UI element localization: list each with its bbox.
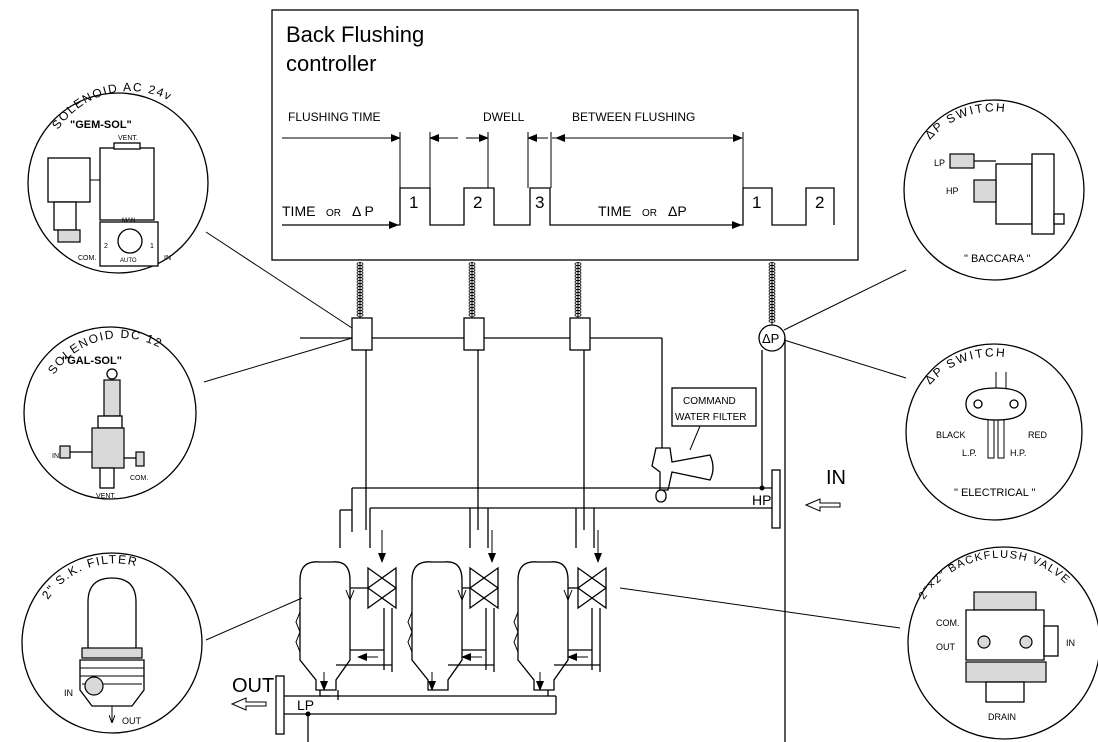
sk-filter-callout: 2" S.K. FILTER IN OUT [21, 552, 203, 734]
controller-box [271, 9, 859, 261]
backflush-valve-callout: 2"×2" BACKFLUSH VALVE COM. OUT IN DRAIN [907, 546, 1098, 740]
time-label-left: TIME [282, 203, 315, 219]
solenoid-dc-model: "GAL-SOL" [62, 355, 122, 367]
solenoid-dc-com: COM. [130, 475, 148, 482]
backflush-valve-in: IN [1066, 638, 1075, 648]
flushing-time-label: FLUSHING TIME [288, 110, 380, 124]
solenoid-block-3 [569, 317, 591, 351]
dp-electrical-black: BLACK [936, 430, 966, 440]
cable-coils [356, 262, 776, 323]
cable-coil-loop [768, 319, 776, 323]
dp-switch-symbol: ΔP [758, 324, 786, 742]
pulse-label: 2 [473, 193, 482, 212]
backflush-valve-drain: DRAIN [988, 712, 1016, 722]
dwell-label: DWELL [483, 110, 525, 124]
dp-baccara-hp: HP [946, 186, 959, 196]
command-filter-label-1: COMMAND [683, 396, 736, 407]
dp-electrical-red: RED [1028, 430, 1048, 440]
cable-coil-loop [356, 313, 364, 317]
backflush-valve-out: OUT [936, 642, 956, 652]
hp-manifold: HP IN [339, 467, 846, 548]
command-water-filter: COMMAND WATER FILTER [651, 387, 757, 503]
solenoid-ac-com: COM. [78, 255, 96, 262]
in-arrow [804, 498, 841, 512]
lp-manifold: LP OUT [230, 672, 557, 742]
pulse-label: 1 [409, 193, 418, 212]
dp-electrical-name: " ELECTRICAL " [954, 487, 1035, 499]
controller-title-line2: controller [286, 51, 376, 76]
solenoid-ac-port2: 2 [104, 243, 108, 250]
leader-lines [203, 231, 907, 641]
solenoid-ac-man: MAN [122, 218, 135, 224]
cable-coil-loop [468, 313, 476, 317]
dp-switch-baccara-callout: ΔP SWITCH LP HP " BACCARA " [903, 99, 1085, 281]
timing-arrows [282, 132, 744, 188]
dp-switch-label: ΔP [762, 331, 779, 346]
filter-body [299, 561, 351, 691]
filter-body [411, 561, 463, 691]
sk-filter-out: OUT [122, 716, 142, 726]
sk-filter-in: IN [64, 688, 73, 698]
backflush-valve-symbol [366, 566, 398, 610]
backflush-valve-symbol [576, 566, 608, 610]
cable-coil-loop [574, 313, 582, 317]
dp-electrical-lp: L.P. [962, 448, 977, 458]
pulse-label: 1 [752, 193, 761, 212]
backflush-controller: Back Flushing controller FLUSHING TIME D… [271, 9, 859, 261]
solenoid-ac-model: "GEM-SOL" [70, 119, 132, 131]
out-label: OUT [232, 675, 274, 697]
dp-label-left: Δ P [352, 203, 374, 219]
filter-units [295, 530, 608, 691]
solenoid-ac-port1: 1 [150, 243, 154, 250]
pulse-label: 3 [535, 193, 544, 212]
between-flushing-label: BETWEEN FLUSHING [572, 110, 695, 124]
command-filter-label-2: WATER FILTER [675, 412, 746, 423]
solenoid-block-1 [351, 317, 373, 351]
dp-baccara-lp: LP [934, 158, 945, 168]
or-label-right: OR [642, 208, 657, 219]
controller-title-line1: Back Flushing [286, 22, 424, 47]
solenoid-ac-in: IN [164, 255, 171, 262]
backflush-valve-com: COM. [936, 618, 960, 628]
solenoid-dc-vent: VENT. [96, 493, 116, 500]
dp-switch-electrical-callout: ΔP SWITCH BLACK RED L.P. H.P. " ELECTRIC… [905, 343, 1083, 521]
hp-label: HP [752, 492, 771, 508]
solenoid-ac-vent: VENT. [118, 135, 138, 142]
command-tubing [300, 337, 663, 530]
time-label-right: TIME [598, 203, 631, 219]
dp-baccara-name: " BACCARA " [964, 253, 1031, 265]
solenoid-block-2 [463, 317, 485, 351]
solenoid-dc-in: IN [52, 453, 59, 460]
lp-label: LP [297, 697, 314, 713]
in-label: IN [826, 467, 846, 489]
filter-body [517, 561, 569, 691]
solenoid-ac-callout: SOLENOID AC 24v "GEM-SOL" VENT. MAN AUTO… [27, 80, 209, 274]
dp-electrical-hp: H.P. [1010, 448, 1026, 458]
backflush-valve-symbol [468, 566, 500, 610]
pulse-label: 2 [815, 193, 824, 212]
or-label-left: OR [326, 208, 341, 219]
out-arrow [230, 697, 267, 711]
controller-cables [359, 262, 773, 328]
dp-label-right: ΔP [668, 203, 687, 219]
pulse-waveform [282, 187, 835, 226]
solenoid-ac-auto: AUTO [120, 258, 137, 264]
